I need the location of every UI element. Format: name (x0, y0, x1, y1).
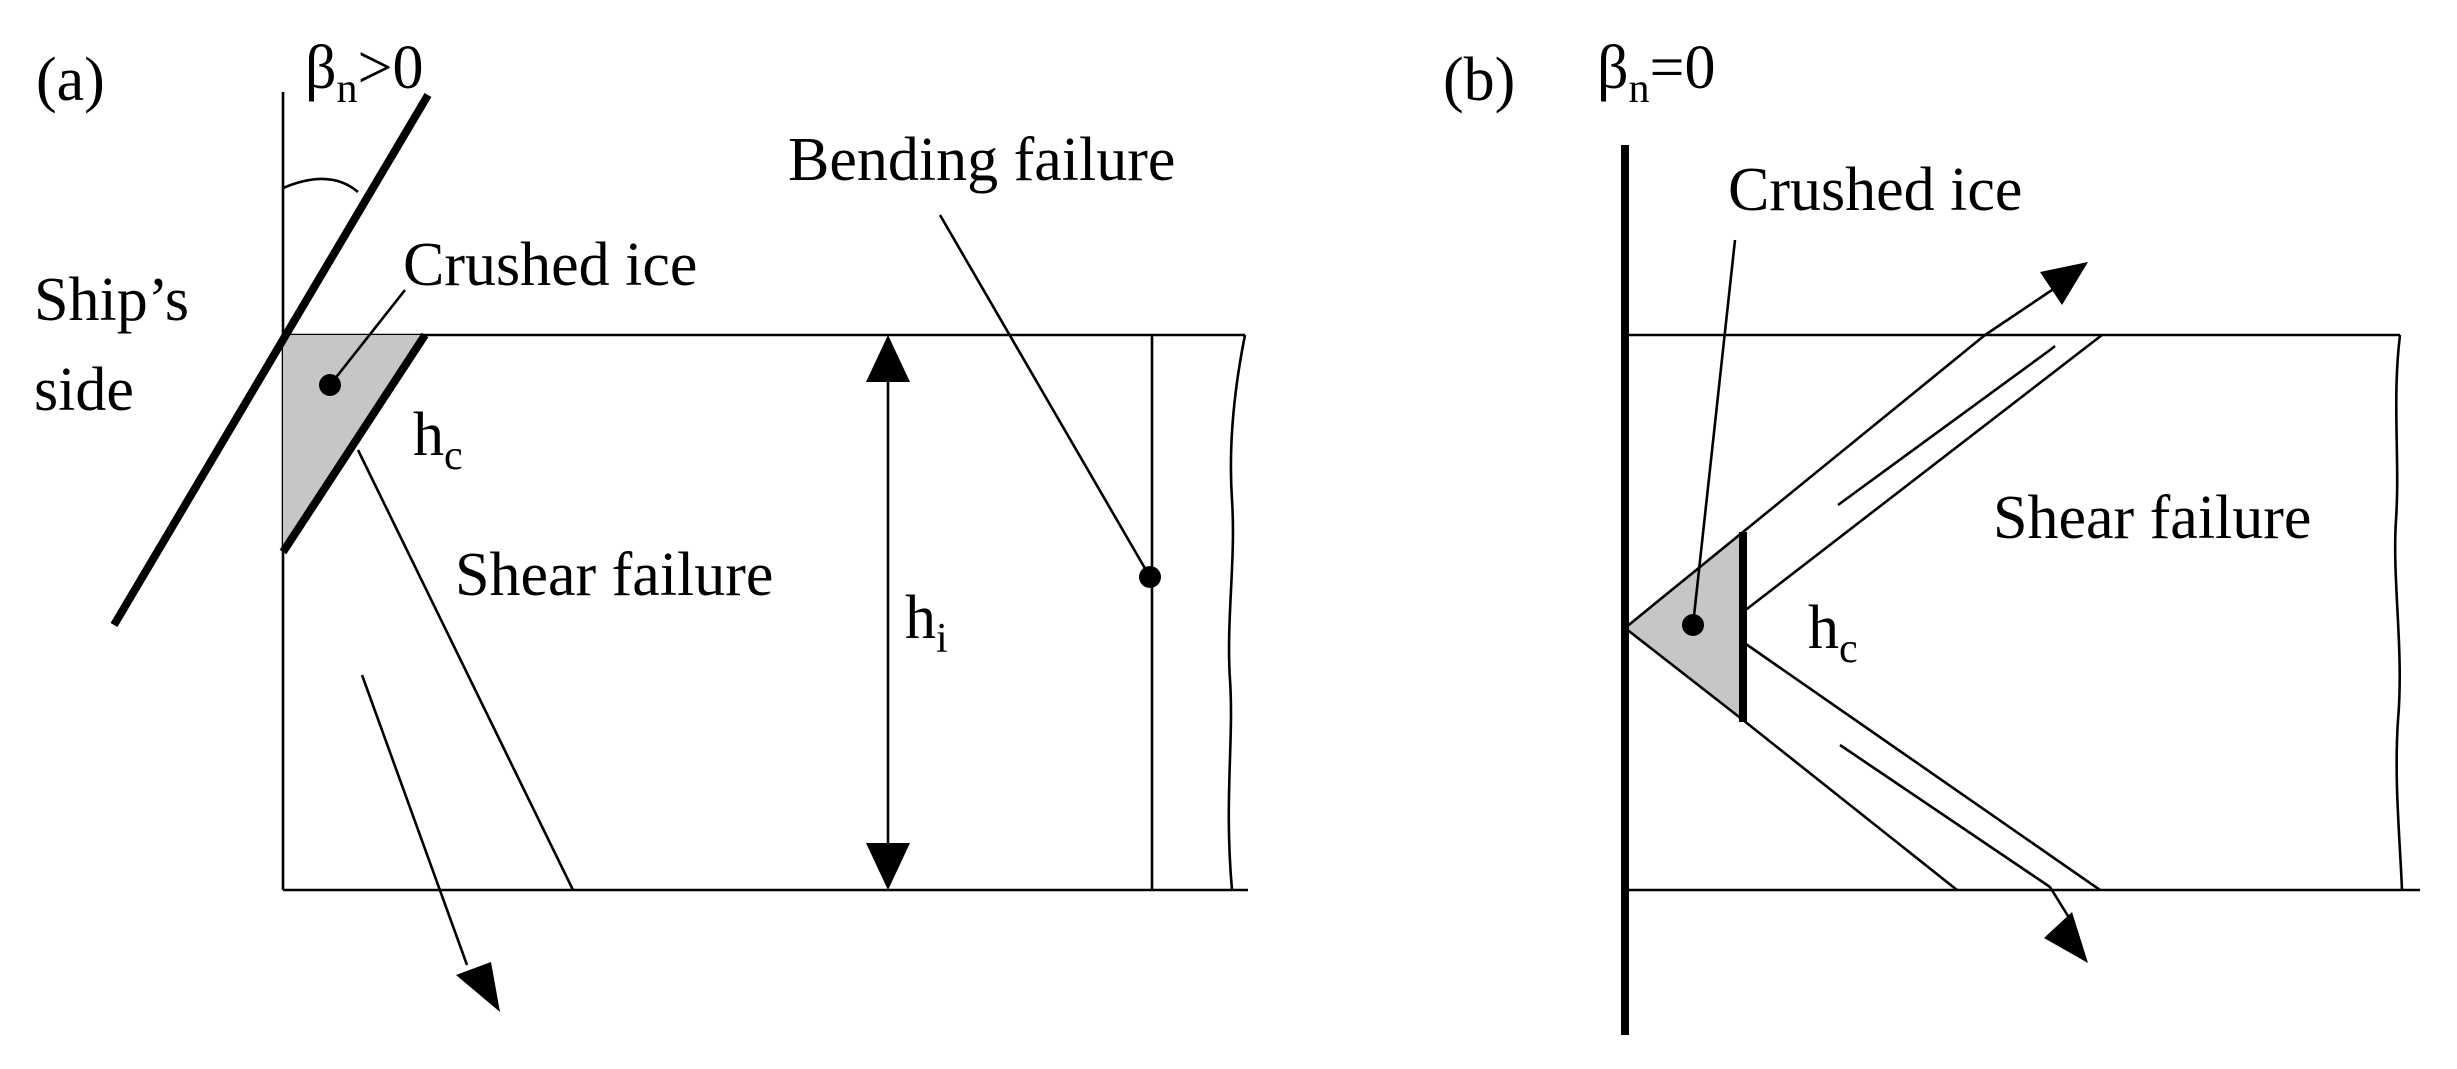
hc-subscript: c (1839, 626, 1858, 672)
angle-symbol: β (305, 34, 337, 102)
bending-failure-label: Bending failure (788, 126, 1175, 194)
ships-side-label-line2: side (34, 356, 134, 424)
panel-a: (a) βn>0 Crushed ice Ship’s side hc Shea… (34, 34, 1248, 1012)
panel-b-crush-height-label: hc (1808, 594, 1858, 672)
wedge-upper-edge (1624, 530, 1744, 630)
upper-shear-arrow-head (2040, 262, 2088, 305)
crush-zone-boundary (279, 332, 429, 555)
lower-shear-line-outer (1742, 640, 2101, 892)
angle-relation: >0 (358, 34, 424, 102)
panel-b: (b) βn=0 Crushed ice hc Shear failure (1443, 34, 2420, 1035)
bending-failure-leader (938, 214, 1152, 578)
panel-b-crushed-ice-label: Crushed ice (1728, 156, 2022, 224)
ice-sheet-break-edge (2393, 334, 2404, 891)
shear-failure-line (356, 449, 575, 891)
lower-shear-line-inner (1742, 718, 1958, 892)
angle-subscript: n (337, 66, 358, 112)
shear-arrow-head (456, 962, 500, 1012)
angle-subscript: n (1629, 66, 1650, 112)
upper-shear-line-inner (1742, 333, 1986, 534)
thickness-arrow-head-bottom (866, 843, 910, 890)
angle-relation: =0 (1650, 34, 1716, 102)
shear-arrow-shaft (360, 674, 469, 966)
hc-subscript: c (444, 433, 463, 479)
hi-symbol: h (905, 584, 936, 652)
lower-shear-arrow-extension (2048, 886, 2070, 917)
wedge-lower-edge (1624, 626, 1744, 722)
upper-shear-line-outer (1742, 333, 2103, 614)
angle-arc (282, 177, 359, 193)
crushed-ice-leader (328, 289, 407, 386)
thickness-arrow-head-top (866, 335, 910, 382)
panel-a-label: (a) (36, 46, 105, 114)
lower-shear-arrow-head (2044, 912, 2088, 963)
panel-b-angle-label: βn=0 (1597, 34, 1716, 112)
panel-b-label: (b) (1443, 46, 1515, 114)
ice-sheet-break-edge (1227, 334, 1247, 891)
upper-shear-arrow-link (2049, 344, 2056, 352)
panel-a-shear-failure-label: Shear failure (455, 541, 773, 609)
upper-shear-arrow-extension (1984, 286, 2056, 337)
ice-thickness-label: hi (905, 584, 948, 662)
crushed-ice-leader (1691, 239, 1737, 626)
panel-b-shear-failure-label: Shear failure (1993, 484, 2311, 552)
hi-subscript: i (936, 616, 948, 662)
panel-a-angle-label: βn>0 (305, 34, 424, 112)
panel-a-crush-height-label: hc (413, 401, 463, 479)
ships-side-line (110, 92, 432, 628)
upper-shear-arrow-shaft (1837, 348, 2051, 507)
hc-symbol: h (413, 401, 444, 469)
lower-shear-arrow-shaft (1839, 743, 2051, 889)
hc-symbol: h (1808, 594, 1839, 662)
ships-side-label-line1: Ship’s (34, 266, 189, 334)
panel-a-crushed-ice-label: Crushed ice (403, 231, 697, 299)
angle-symbol: β (1597, 34, 1629, 102)
